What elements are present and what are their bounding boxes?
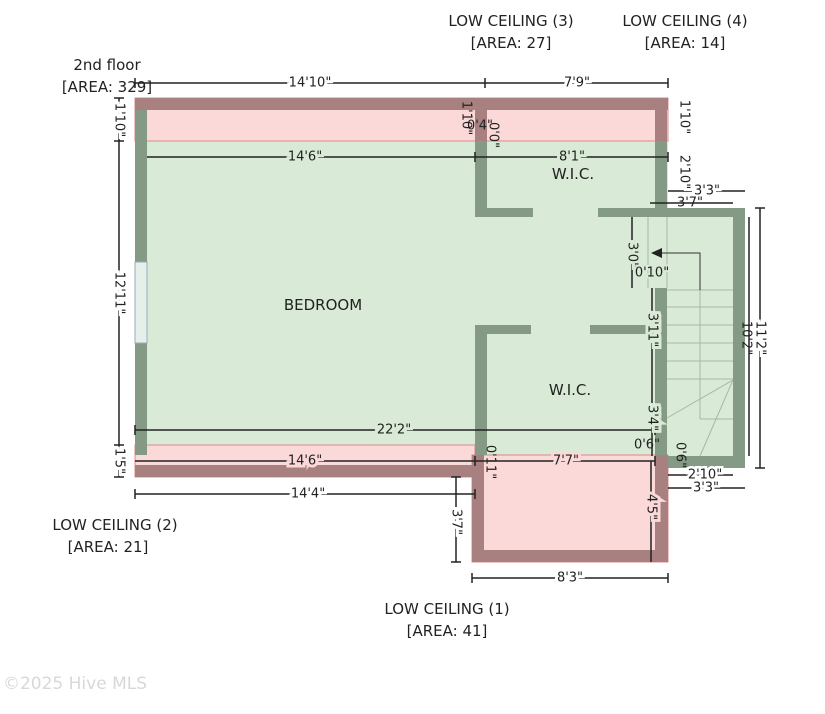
low-ceiling-2-name: LOW CEILING (2) xyxy=(52,516,177,534)
dim-bottom-left: 14'4" xyxy=(291,487,325,502)
dim-right-wic: 2'10" xyxy=(677,155,692,189)
window xyxy=(134,261,148,344)
dim-left-top: 1'10" xyxy=(112,103,127,137)
dim-right-top: 1'10" xyxy=(677,100,692,134)
dim-inner-top-left: 14'6" xyxy=(288,150,322,165)
low-ceiling-3-area: [AREA: 27] xyxy=(471,34,552,52)
low-ceiling-1-area xyxy=(471,454,669,563)
dim-stair-wall-upper: 3'11" xyxy=(645,313,660,347)
dim-small-a: 1'10" xyxy=(459,101,474,135)
dim-left-bottom: 1'5" xyxy=(112,448,127,474)
dim-stair-top-outer: 3'3" xyxy=(694,184,720,199)
low-ceiling-walls xyxy=(135,98,668,562)
dimension-lines xyxy=(114,78,765,583)
staircase xyxy=(647,217,734,457)
dim-small-e: 0'6" xyxy=(634,438,660,453)
dim-bedroom-width: 22'2" xyxy=(377,423,411,438)
dim-stair-top-inner: 3'7" xyxy=(677,196,703,211)
watermark: ©2025 Hive MLS xyxy=(3,674,147,694)
low-ceiling-4-name: LOW CEILING (4) xyxy=(622,12,747,30)
wic-lower-label: W.I.C. xyxy=(549,381,591,399)
dimension-labels: 14'10" 7'9" 14'6" 8'1" 22'2" 14'6" 7'7" … xyxy=(109,73,771,589)
low-ceiling-1-area: [AREA: 41] xyxy=(407,622,488,640)
dim-inner-bottom-left: 14'6" xyxy=(288,454,322,469)
dim-stair-inner-height: 10'2" xyxy=(739,321,754,355)
dim-stair-bottom-inner: 2'10" xyxy=(688,468,722,483)
dim-lc1-right: 4'5" xyxy=(644,494,659,520)
low-ceiling-3-name: LOW CEILING (3) xyxy=(448,12,573,30)
wic-upper-label: W.I.C. xyxy=(552,165,594,183)
dim-stair-outer-height: 11'2" xyxy=(753,321,768,355)
dim-top-left: 14'10" xyxy=(289,76,332,91)
stair-arrow xyxy=(660,252,701,290)
dim-top-right: 7'9" xyxy=(564,76,590,91)
dim-small-b: 0'4" xyxy=(467,119,493,134)
dim-lc1-left: 3'7" xyxy=(449,509,464,535)
dim-stair-bottom-outer: 3'3" xyxy=(693,481,719,496)
dim-stair-step: 0'10" xyxy=(635,266,669,281)
dim-lc1-bottom: 8'3" xyxy=(557,571,583,586)
floor-name: 2nd floor xyxy=(73,56,141,74)
dim-left-mid: 12'11" xyxy=(112,272,127,315)
floor-area: [AREA: 329] xyxy=(62,78,152,96)
low-ceiling-2-area: [AREA: 21] xyxy=(68,538,149,556)
stair-arrow-head xyxy=(651,248,662,258)
dim-small-f: 0'6" xyxy=(673,442,688,468)
bedroom-label: BEDROOM xyxy=(284,296,362,314)
low-ceiling-1-name: LOW CEILING (1) xyxy=(384,600,509,618)
dim-small-d: 0'11" xyxy=(483,445,498,479)
dim-stair-opening: 3'0" xyxy=(625,242,640,268)
dim-inner-bottom-right: 7'7" xyxy=(553,454,579,469)
room-fill xyxy=(135,98,668,465)
low-ceiling-4-area: [AREA: 14] xyxy=(645,34,726,52)
dim-inner-top-right: 8'1" xyxy=(559,150,585,165)
dim-small-c: 0'0" xyxy=(486,122,501,148)
dim-stair-wall-lower: 3'4" xyxy=(645,405,660,431)
